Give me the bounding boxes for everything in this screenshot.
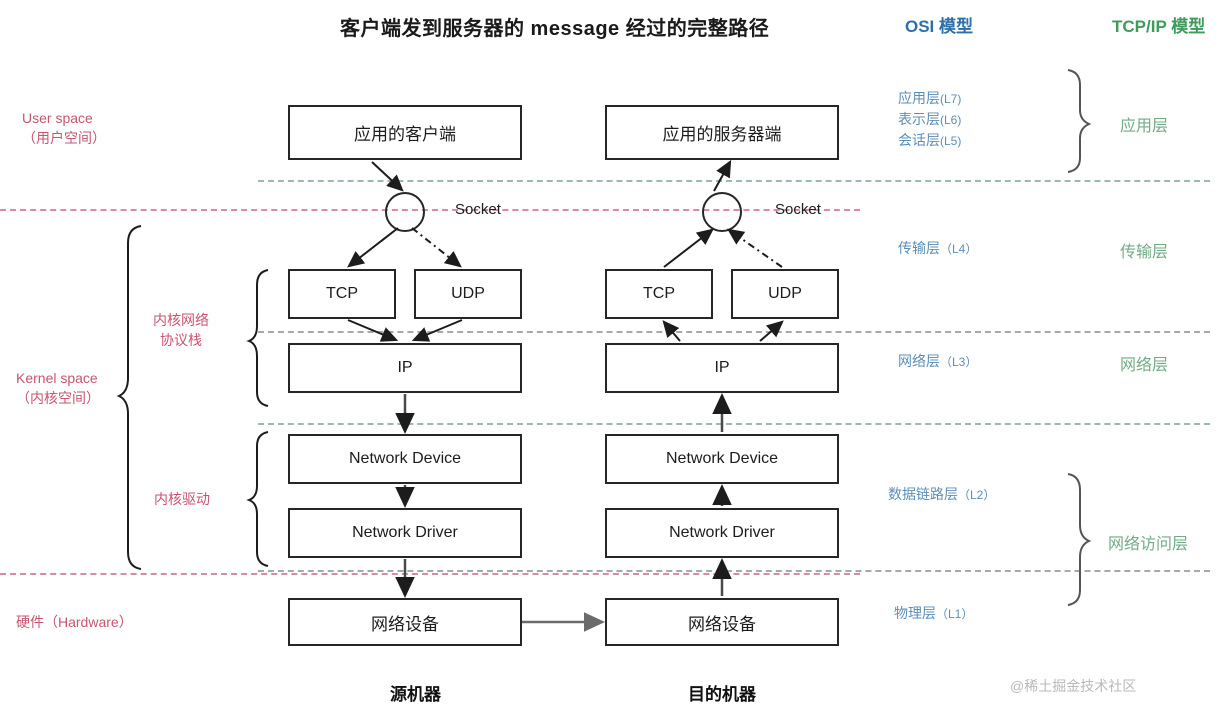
server-application-box[interactable]: 应用的服务器端: [605, 105, 839, 160]
server-network-device-box[interactable]: Network Device: [605, 434, 839, 484]
osi-layer-l1-level: （L1）: [936, 607, 974, 621]
osi-layer-l5: 会话层(L5): [898, 130, 961, 151]
osi-layer-l6: 表示层(L6): [898, 109, 961, 130]
client-udp-box[interactable]: UDP: [414, 269, 522, 319]
tcpip-layer-application: 应用层: [1120, 118, 1169, 135]
server-udp-box[interactable]: UDP: [731, 269, 839, 319]
divider-network-datalink: [258, 423, 1210, 425]
osi-layer-l5-level: (L5): [940, 134, 962, 148]
label-kernel-space-en: Kernel space: [16, 370, 98, 386]
osi-layer-l6-name: 表示层: [898, 111, 940, 127]
brace-kernel-space: [116, 225, 142, 570]
label-hardware: 硬件（Hardware）: [16, 612, 133, 632]
osi-layer-l3-level: （L3）: [940, 355, 978, 369]
server-hardware-device-box[interactable]: 网络设备: [605, 598, 839, 646]
label-kernel-driver: 内核驱动: [140, 489, 224, 509]
page-title: 客户端发到服务器的 message 经过的完整路径: [340, 18, 770, 40]
client-application-box[interactable]: 应用的客户端: [288, 105, 522, 160]
divider-socket-line: [0, 209, 860, 211]
label-kernel-network-stack-line1: 内核网络: [153, 312, 209, 328]
tcpip-layer-transport: 传输层: [1120, 244, 1169, 261]
server-network-driver-box[interactable]: Network Driver: [605, 508, 839, 558]
osi-layer-l7: 应用层(L7): [898, 88, 961, 109]
osi-layer-l5-name: 会话层: [898, 132, 940, 148]
osi-layer-l1-name: 物理层: [894, 605, 936, 621]
server-machine-caption: 目的机器: [688, 685, 756, 704]
osi-layer-l4-name: 传输层: [898, 240, 940, 256]
tcpip-layer-network-access: 网络访问层: [1108, 536, 1189, 553]
tcpip-layer-network: 网络层: [1120, 357, 1169, 374]
arrow-client-socket-to-udp: [411, 227, 462, 268]
label-kernel-network-stack: 内核网络 协议栈: [136, 310, 226, 351]
divider-kernel-hardware: [0, 573, 860, 575]
server-tcp-box[interactable]: TCP: [605, 269, 713, 319]
server-socket-label: Socket: [775, 201, 821, 218]
divider-user-kernel: [258, 180, 1210, 182]
osi-layer-l1: 物理层（L1）: [894, 603, 973, 624]
osi-layer-l7-name: 应用层: [898, 90, 940, 106]
client-socket-circle[interactable]: [385, 192, 425, 232]
brace-kernel-driver: [246, 431, 269, 567]
arrow-client-app-to-socket: [371, 161, 404, 192]
label-user-space-en: User space: [22, 110, 93, 126]
osi-layer-l4-level: （L4）: [940, 242, 978, 256]
divider-transport-network: [258, 331, 1210, 333]
client-hardware-device-box[interactable]: 网络设备: [288, 598, 522, 646]
watermark: @稀土掘金技术社区: [1010, 678, 1137, 694]
osi-layer-group-application: 应用层(L7) 表示层(L6) 会话层(L5): [898, 88, 961, 151]
arrow-client-udp-to-ip: [411, 319, 463, 342]
client-tcp-box[interactable]: TCP: [288, 269, 396, 319]
label-kernel-space-cn: （内核空间）: [16, 390, 100, 407]
osi-layer-l7-level: (L7): [940, 92, 962, 106]
client-network-driver-box[interactable]: Network Driver: [288, 508, 522, 558]
divider-datalink-physical: [258, 570, 1210, 572]
osi-layer-l3-name: 网络层: [898, 353, 940, 369]
tcpip-model-header: TCP/IP 模型: [1112, 17, 1206, 36]
label-kernel-driver-text: 内核驱动: [154, 491, 210, 507]
arrow-client-tcp-to-ip: [347, 319, 399, 342]
client-socket-label: Socket: [455, 201, 501, 218]
server-ip-box[interactable]: IP: [605, 343, 839, 393]
label-kernel-network-stack-line2: 协议栈: [160, 332, 202, 349]
label-user-space-cn: （用户空间）: [22, 130, 106, 147]
brace-tcpip-application: [1067, 69, 1092, 173]
arrow-server-udp-to-socket: [727, 228, 783, 268]
osi-layer-l2: 数据链路层（L2）: [888, 484, 995, 505]
arrow-server-tcp-to-socket: [663, 228, 714, 268]
label-kernel-space: Kernel space （内核空间）: [16, 368, 100, 409]
label-hardware-text: 硬件（Hardware）: [16, 614, 133, 630]
osi-layer-l4: 传输层（L4）: [898, 238, 977, 259]
label-user-space: User space （用户空间）: [22, 108, 106, 149]
osi-layer-l2-name: 数据链路层: [888, 486, 958, 502]
osi-layer-l3: 网络层（L3）: [898, 351, 977, 372]
server-socket-circle[interactable]: [702, 192, 742, 232]
arrow-client-socket-to-tcp: [347, 227, 399, 268]
client-network-device-box[interactable]: Network Device: [288, 434, 522, 484]
arrow-server-socket-to-app: [713, 159, 732, 192]
osi-layer-l2-level: （L2）: [958, 488, 996, 502]
brace-tcpip-network-access: [1067, 473, 1092, 606]
brace-kernel-network-stack: [246, 269, 269, 407]
client-ip-box[interactable]: IP: [288, 343, 522, 393]
client-machine-caption: 源机器: [390, 685, 441, 704]
osi-model-header: OSI 模型: [905, 17, 974, 36]
osi-layer-l6-level: (L6): [940, 113, 962, 127]
